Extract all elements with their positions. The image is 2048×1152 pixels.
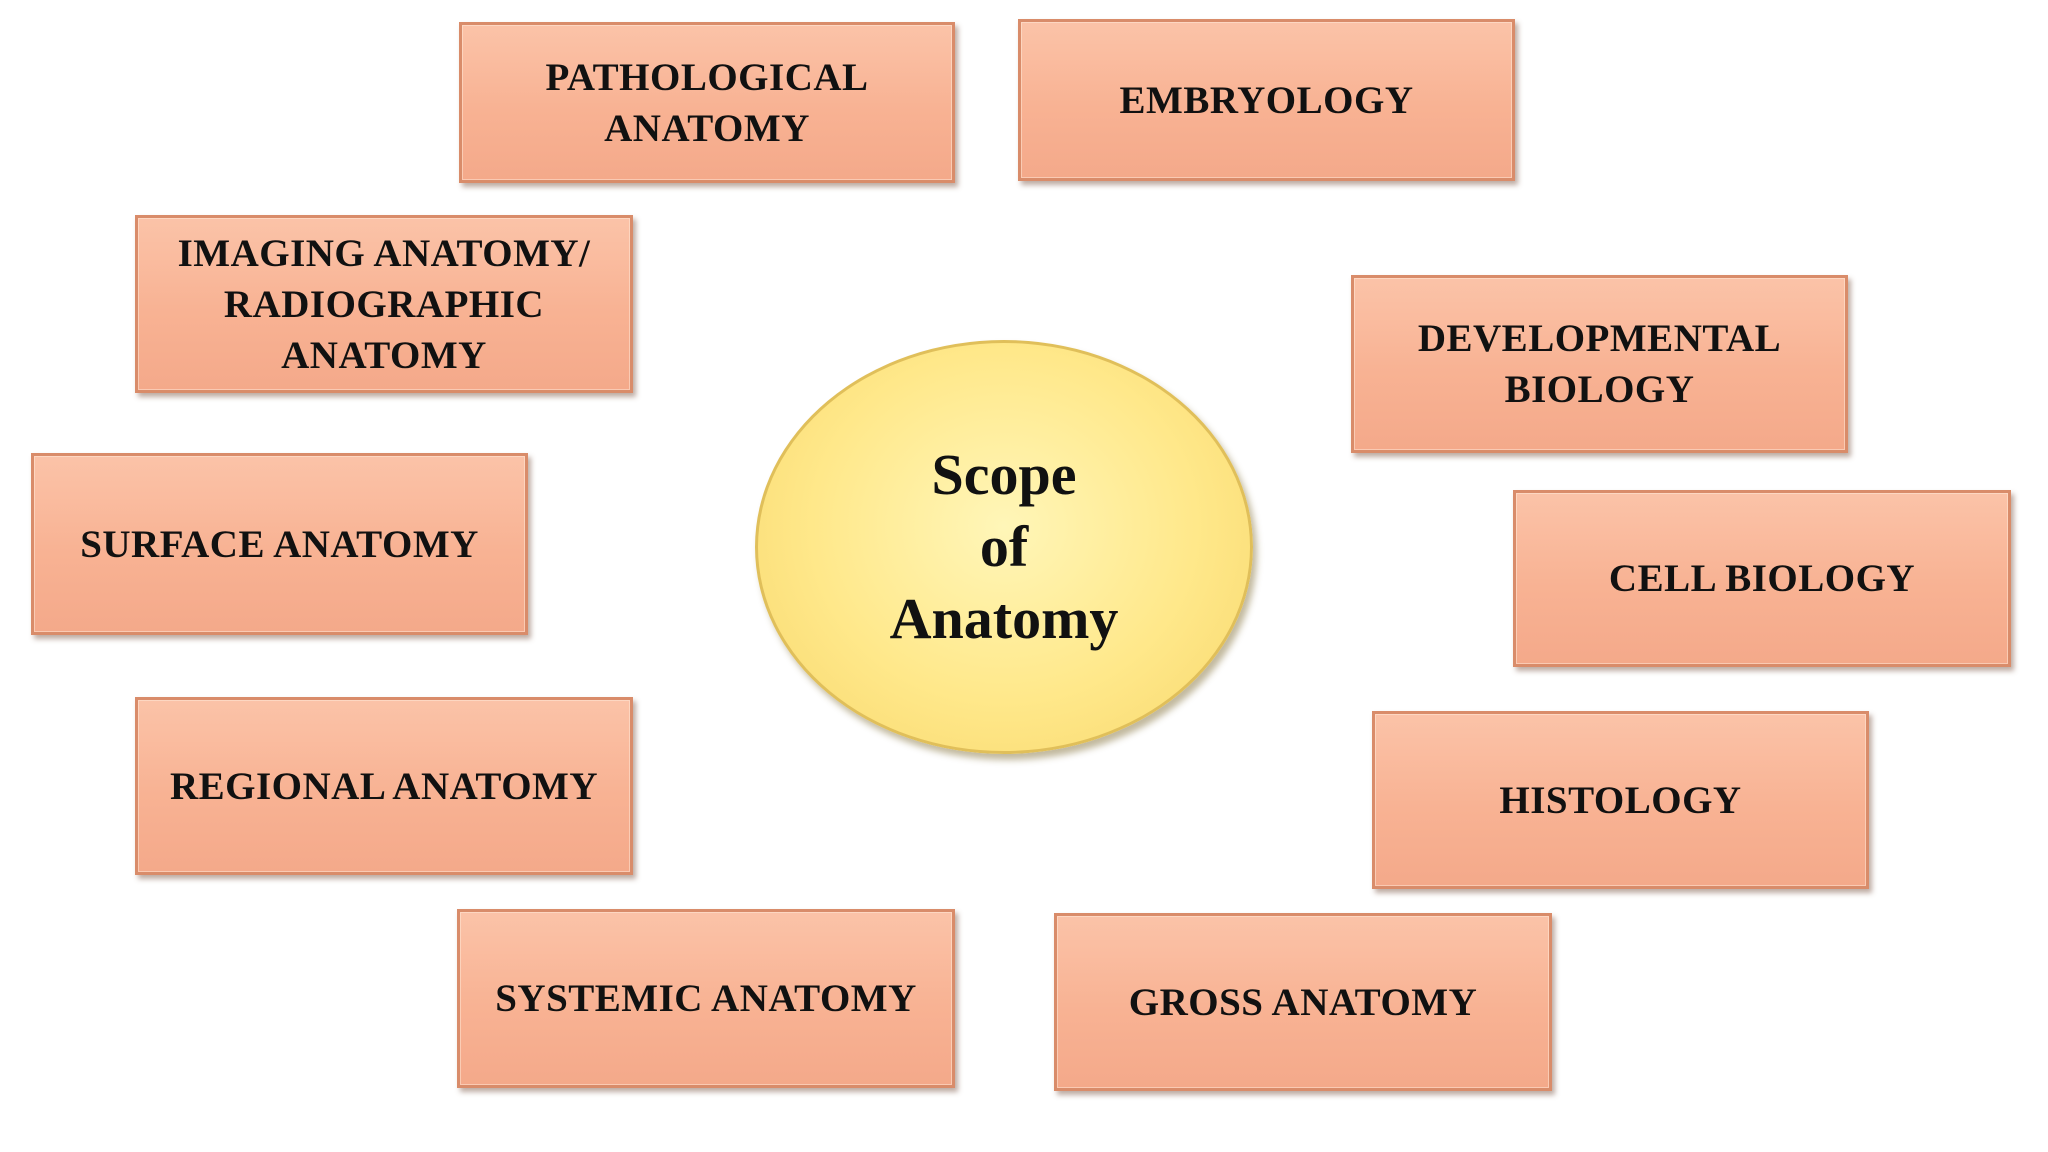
center-ellipse: Scope of Anatomy — [755, 340, 1253, 754]
node-label: CELL BIOLOGY — [1608, 557, 1916, 600]
node-regional-anatomy: REGIONAL ANATOMY — [135, 697, 633, 875]
node-label: SURFACE ANATOMY — [80, 522, 479, 566]
node-pathological-anatomy: PATHOLOGICAL ANATOMY — [459, 22, 955, 183]
node-label: EMBRYOLOGY — [1119, 78, 1414, 122]
node-systemic-anatomy: SYSTEMIC ANATOMY — [457, 909, 955, 1088]
node-label: HISTOLOGY — [1499, 778, 1742, 822]
node-surface-anatomy: SURFACE ANATOMY — [31, 453, 528, 635]
node-cell-biology: CELL BIOLOGY — [1513, 490, 2011, 667]
node-histology: HISTOLOGY — [1372, 711, 1869, 889]
node-label: IMAGING ANATOMY/ RADIOGRAPHIC ANATOMY — [177, 231, 591, 377]
node-label: GROSS ANATOMY — [1128, 980, 1478, 1024]
node-label: DEVELOPMENTAL BIOLOGY — [1417, 317, 1782, 411]
node-label: PATHOLOGICAL ANATOMY — [545, 55, 869, 150]
center-label: Scope of Anatomy — [889, 442, 1119, 651]
node-label: REGIONAL ANATOMY — [169, 764, 599, 808]
node-embryology: EMBRYOLOGY — [1018, 19, 1515, 181]
node-developmental-biology: DEVELOPMENTAL BIOLOGY — [1351, 275, 1848, 453]
node-imaging-anatomy: IMAGING ANATOMY/ RADIOGRAPHIC ANATOMY — [135, 215, 633, 393]
node-gross-anatomy: GROSS ANATOMY — [1054, 913, 1552, 1091]
node-label: SYSTEMIC ANATOMY — [495, 977, 917, 1020]
